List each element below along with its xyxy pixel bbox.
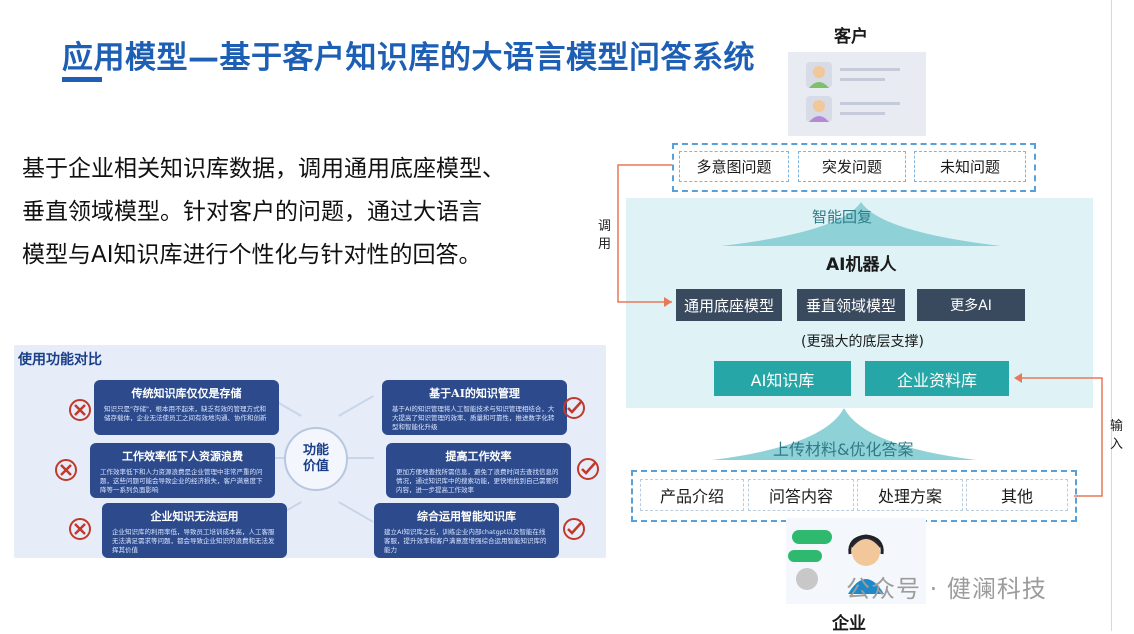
center-text-2: 价值 <box>302 459 329 474</box>
page-edge-line <box>1111 0 1112 631</box>
function-value-circle: 功能价值 <box>284 427 348 491</box>
cross-icon <box>69 518 91 540</box>
enterprise-label: 企业 <box>832 614 866 634</box>
up-arrow-icon <box>721 202 1001 246</box>
card-desc: 企业知识库的利用率低，导致员工培训成本高，人工客服无法满足需求等问题，都会导致企… <box>112 528 275 554</box>
cross-icon <box>55 459 77 481</box>
user-avatar-icon <box>806 96 832 122</box>
text-line <box>840 68 900 71</box>
input-solutions: 处理方案 <box>857 479 963 511</box>
check-icon <box>577 458 599 480</box>
ai-knowledge-base: AI知识库 <box>714 361 851 396</box>
card-heading: 提高工作效率 <box>445 450 512 463</box>
cross-icon <box>69 399 91 421</box>
card-heading: 传统知识库仅仅是存储 <box>131 387 242 400</box>
logo-icon <box>796 568 818 590</box>
agent-headset-icon <box>848 534 884 594</box>
connector-line <box>344 457 374 459</box>
check-icon <box>563 518 585 540</box>
user-avatar-icon <box>806 62 832 88</box>
connector-line <box>262 457 292 459</box>
input-label: 输入 <box>1110 419 1124 452</box>
page-title: 应用模型—基于客户知识库的大语言模型问答系统 <box>62 40 755 76</box>
title-underline <box>62 77 102 82</box>
card-desc: 知识只是"存储"，根本用不起来，缺乏有效的管理方式和储存载体，企业无法使员工之间… <box>104 405 267 422</box>
card-desc: 建立AI知识库之后，训练企业内部chatgpt以及智能在线客服，提升效率和客户满… <box>384 528 547 554</box>
cmp-card-left-2: 工作效率低下人资源浪费 工作效率低下和人力资源浪费是企业管理中非常严重的问题，这… <box>90 443 275 498</box>
input-product-intro: 产品介绍 <box>640 479 744 511</box>
comparison-title: 使用功能对比 <box>18 352 102 368</box>
enterprise-database: 企业资料库 <box>865 361 1009 396</box>
call-connector <box>617 164 672 307</box>
customer-label: 客户 <box>834 27 868 47</box>
description-line-3: 模型与AI知识库进行个性化与针对性的回答。 <box>22 242 482 268</box>
support-text: (更强大的底层支撑) <box>801 334 924 350</box>
question-box: 多意图问题 突发问题 未知问题 <box>672 143 1036 192</box>
ai-robot-label: AI机器人 <box>826 255 897 275</box>
card-desc: 基于AI的知识管理将人工智能技术与知识管理相结合，大大提高了知识管理的效率、质量… <box>392 405 555 431</box>
connector-line <box>338 501 374 523</box>
chat-bubble-icon <box>792 530 832 544</box>
description-line-2: 垂直领域模型。针对客户的问题，通过大语言 <box>22 199 482 225</box>
cmp-card-right-3: 综合运用智能知识库 建立AI知识库之后，训练企业内部chatgpt以及智能在线客… <box>374 503 559 558</box>
model-more-ai: 更多AI <box>917 289 1025 321</box>
text-line <box>840 78 885 81</box>
question-unknown: 未知问题 <box>914 151 1026 182</box>
function-comparison-image: 使用功能对比 功能价值 传统知识库仅仅是存储 知识只是"存储"，根本用不起来，缺… <box>14 345 606 558</box>
text-line <box>840 102 900 105</box>
center-text-1: 功能 <box>302 443 329 458</box>
enterprise-illustration <box>786 518 926 604</box>
connector-line <box>338 395 374 417</box>
card-heading: 企业知识无法运用 <box>150 510 239 523</box>
up-arrow-icon <box>712 408 976 460</box>
input-qa-content: 问答内容 <box>748 479 854 511</box>
model-vertical: 垂直领域模型 <box>797 289 905 321</box>
input-connector <box>1014 373 1103 497</box>
question-sudden: 突发问题 <box>798 151 906 182</box>
upload-label: 上传材料&优化答案 <box>773 440 914 459</box>
card-heading: 综合运用智能知识库 <box>417 510 516 523</box>
card-heading: 工作效率低下人资源浪费 <box>122 450 243 463</box>
call-label: 调用 <box>598 219 612 252</box>
card-heading: 基于AI的知识管理 <box>429 387 520 400</box>
card-desc: 更加方便地查找所需信息，避免了浪费时间去查找信息的情况，通过知识库中的搜索功能，… <box>396 468 559 494</box>
input-other: 其他 <box>966 479 1068 511</box>
smart-reply-label: 智能回复 <box>812 208 873 226</box>
cmp-card-right-1: 基于AI的知识管理 基于AI的知识管理将人工智能技术与知识管理相结合，大大提高了… <box>382 380 567 435</box>
customer-illustration <box>788 52 926 136</box>
check-icon <box>563 397 585 419</box>
cmp-card-left-1: 传统知识库仅仅是存储 知识只是"存储"，根本用不起来，缺乏有效的管理方式和储存载… <box>94 380 279 435</box>
cmp-card-right-2: 提高工作效率 更加方便地查找所需信息，避免了浪费时间去查找信息的情况，通过知识库… <box>386 443 571 498</box>
text-line <box>840 112 885 115</box>
card-desc: 工作效率低下和人力资源浪费是企业管理中非常严重的问题，这些问题可能会导致企业的经… <box>100 468 263 494</box>
cmp-card-left-3: 企业知识无法运用 企业知识库的利用率低，导致员工培训成本高，人工客服无法满足需求… <box>102 503 287 558</box>
chat-bubble-icon <box>788 550 822 562</box>
description-text: 基于企业相关知识库数据，调用通用底座模型、 垂直领域模型。针对客户的问题，通过大… <box>22 148 572 277</box>
watermark-text: 公众号 · 健澜科技 <box>846 575 1047 603</box>
model-general: 通用底座模型 <box>676 289 782 321</box>
description-line-1: 基于企业相关知识库数据，调用通用底座模型、 <box>22 156 505 182</box>
question-multi-intent: 多意图问题 <box>679 151 789 182</box>
